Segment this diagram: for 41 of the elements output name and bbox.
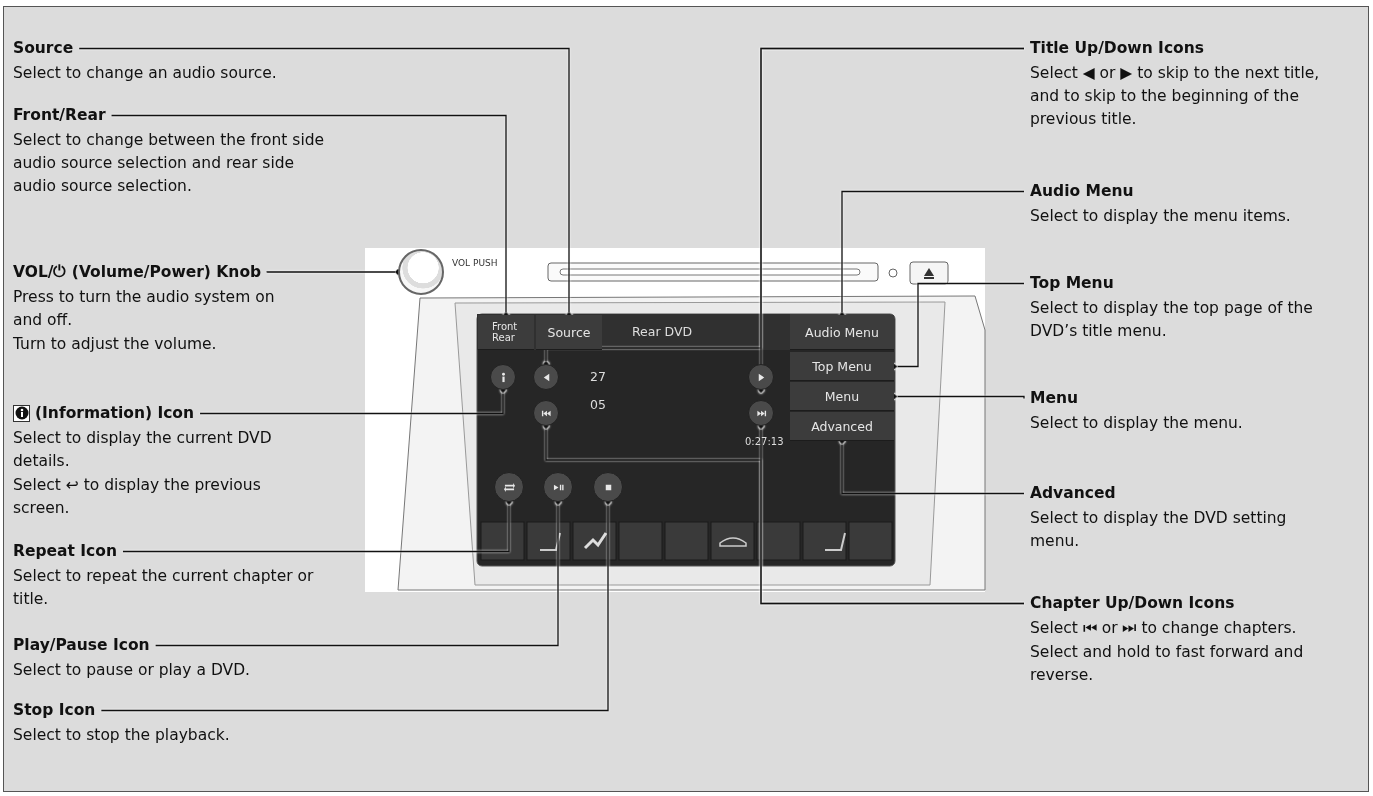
screen-label: 05: [590, 397, 606, 412]
callout-description: Select to display the menu.: [1030, 413, 1244, 434]
screen-label: 27: [590, 369, 606, 384]
callout-description: Select and hold to fast forward and reverse.: [1030, 642, 1305, 686]
callout-description: Select to repeat the current chapter or title.: [13, 566, 315, 610]
callout-heading: VOL/⏻ (Volume/Power) Knob: [13, 262, 262, 283]
advanced-button: Advanced: [790, 412, 894, 441]
callout-heading: Chapter Up/Down Icons: [1030, 593, 1235, 614]
callout-description: Select ⏮ or ⏭ to change chapters.: [1030, 618, 1298, 639]
callout-description: Select to display the DVD setting menu.: [1030, 508, 1288, 552]
callout-heading: Advanced: [1030, 483, 1116, 504]
menu-button: Menu: [790, 382, 894, 411]
callout-description: Select ◀ or ▶ to skip to the next title, and to skip to the beginning of the previous title.: [1030, 63, 1321, 130]
top-menu-button: Top Menu: [790, 352, 894, 381]
audio-menu-button: Audio Menu: [790, 315, 894, 350]
front-rear-button: Front Rear: [478, 315, 534, 350]
leader-line: [757, 47, 1025, 394]
callout-description: Select to pause or play a DVD.: [13, 660, 251, 681]
callout-heading: (Information) Icon: [35, 403, 195, 424]
callout-description: Press to turn the audio system on and off.: [13, 287, 276, 331]
callout-heading: Menu: [1030, 388, 1078, 409]
callout-heading: Top Menu: [1030, 273, 1114, 294]
callout-description: Select to display the menu items.: [1030, 206, 1292, 227]
callout-heading: Repeat Icon: [13, 541, 117, 562]
callout-heading: Source: [13, 38, 74, 59]
callout-description: Select to display the top page of the DVD’s title menu.: [1030, 298, 1314, 342]
callout-heading: Front/Rear: [13, 105, 106, 126]
screen-label: VOL PUSH: [452, 258, 498, 268]
callout-heading: Play/Pause Icon: [13, 635, 150, 656]
screen-label: 0:27:13: [745, 436, 784, 447]
callout-heading: Stop Icon: [13, 700, 96, 721]
callout-description: Select to change an audio source.: [13, 63, 278, 84]
callout-description: Select to stop the playback.: [13, 725, 231, 746]
callout-heading: Title Up/Down Icons: [1030, 38, 1204, 59]
screen-label: Rear DVD: [632, 324, 693, 339]
callout-description: Turn to adjust the volume.: [13, 334, 218, 355]
callout-description: Select to display the current DVD details.: [13, 428, 273, 472]
source-button: Source: [536, 315, 602, 350]
callout-description: Select ↩ to display the previous screen.: [13, 475, 262, 519]
callout-description: Select to change between the front side audio source selection and rear side audio source selection.: [13, 130, 326, 197]
callout-heading: Audio Menu: [1030, 181, 1134, 202]
